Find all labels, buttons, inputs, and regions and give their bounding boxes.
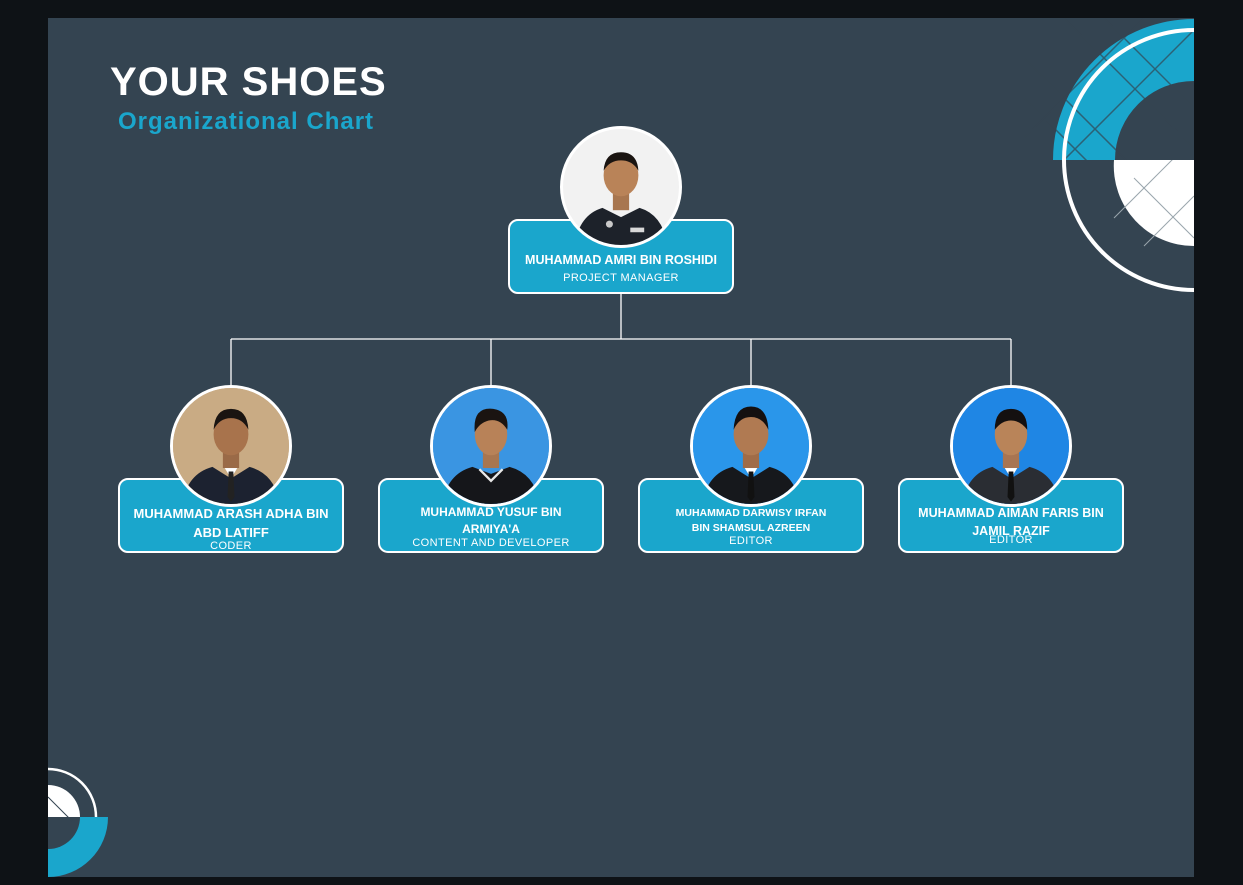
member-role: CODER	[210, 540, 252, 552]
org-node-member-4: MUHAMMAD AIMAN FARIS BIN JAMIL RAZIF EDI…	[898, 385, 1124, 553]
manager-name: MUHAMMAD AMRI BIN ROSHIDI	[525, 253, 717, 267]
slide: YOUR SHOES Organizational Chart	[48, 18, 1194, 877]
member-card: MUHAMMAD ARASH ADHA BIN ABD LATIFF CODER	[118, 478, 344, 553]
manager-role: PROJECT MANAGER	[563, 272, 679, 284]
member-role: EDITOR	[989, 534, 1033, 546]
member-name: MUHAMMAD YUSUF BIN ARMIYA'A	[420, 505, 562, 536]
member-role: EDITOR	[729, 535, 773, 547]
org-node-member-2: MUHAMMAD YUSUF BIN ARMIYA'A CONTENT AND …	[378, 385, 604, 553]
org-node-member-3: MUHAMMAD DARWISY IRFAN BIN SHAMSUL AZREE…	[638, 385, 864, 553]
avatar	[560, 126, 682, 248]
page-subtitle: Organizational Chart	[118, 108, 375, 135]
decorative-arc-top-right	[1024, 18, 1194, 292]
avatar	[170, 385, 292, 507]
avatar	[690, 385, 812, 507]
org-connectors	[230, 292, 1012, 388]
member-name: MUHAMMAD ARASH ADHA BIN ABD LATIFF	[133, 506, 329, 540]
org-node-member-1: MUHAMMAD ARASH ADHA BIN ABD LATIFF CODER	[118, 385, 344, 553]
org-node-manager: MUHAMMAD AMRI BIN ROSHIDI PROJECT MANAGE…	[508, 126, 734, 294]
decorative-arc-bottom-left	[48, 767, 108, 877]
avatar	[430, 385, 552, 507]
member-card: MUHAMMAD DARWISY IRFAN BIN SHAMSUL AZREE…	[638, 478, 864, 553]
page-title: YOUR SHOES	[110, 60, 387, 104]
member-name: MUHAMMAD AIMAN FARIS BIN JAMIL RAZIF	[918, 506, 1104, 538]
avatar	[950, 385, 1072, 507]
member-name: MUHAMMAD DARWISY IRFAN BIN SHAMSUL AZREE…	[675, 507, 827, 534]
member-role: CONTENT AND DEVELOPER	[412, 537, 570, 549]
